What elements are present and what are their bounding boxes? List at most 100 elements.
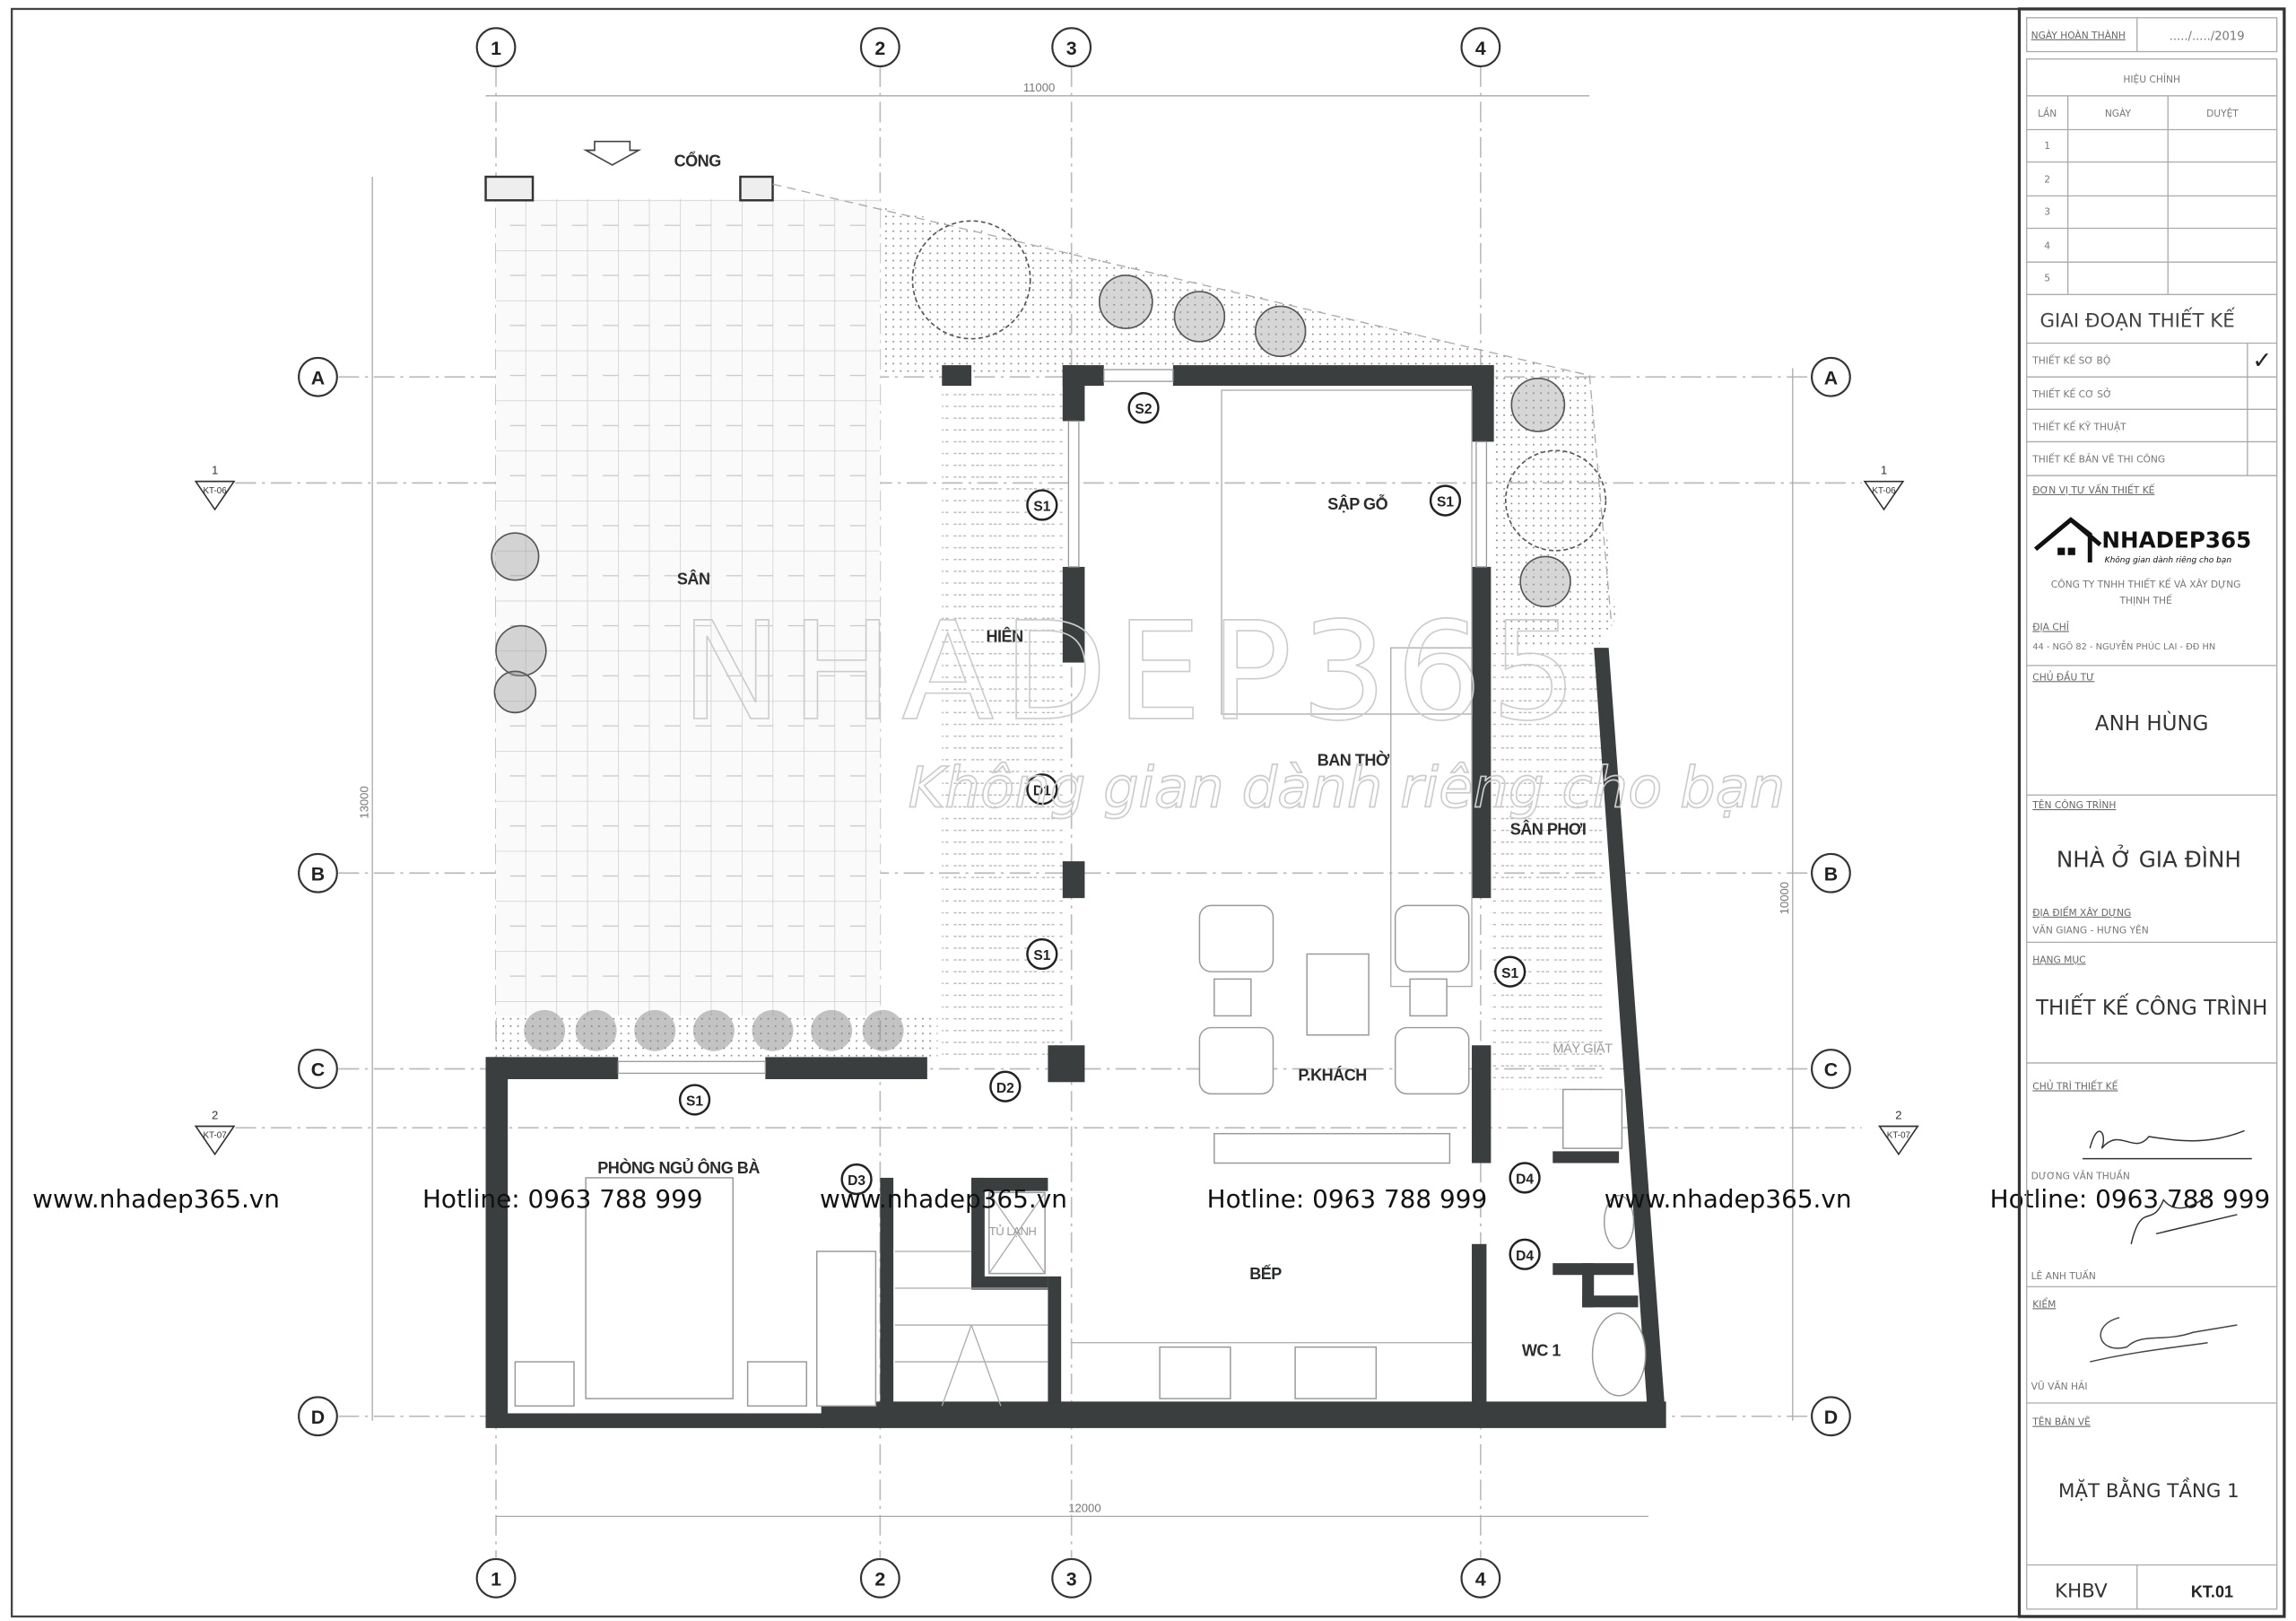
svg-text:1: 1 xyxy=(212,464,218,477)
svg-text:3: 3 xyxy=(1066,38,1077,59)
svg-text:D2: D2 xyxy=(996,1081,1014,1096)
stage-label: THIẾT KẾ KỸ THUẬT xyxy=(2031,420,2126,432)
svg-text:KT-06: KT-06 xyxy=(1872,486,1896,496)
address-label: ĐỊA CHỈ xyxy=(2032,620,2069,632)
lead-designer-label: CHỦ TRÌ THIẾT KẾ xyxy=(2032,1079,2118,1092)
completion-label: NGÀY HOÀN THÀNH xyxy=(2031,30,2126,41)
section-marks: 1KT-06 1KT-06 2KT-07 2KT-07 xyxy=(194,464,1919,1156)
svg-text:D4: D4 xyxy=(1516,1172,1534,1188)
svg-text:KT-07: KT-07 xyxy=(1887,1131,1910,1141)
checker-name: VŨ VĂN HẢI xyxy=(2031,1380,2088,1392)
svg-text:S1: S1 xyxy=(1033,500,1050,515)
revision-row: 2 xyxy=(2044,174,2050,186)
grid-bubble-row-c: C xyxy=(1811,1049,1851,1089)
tag-d1: D1 xyxy=(1026,773,1058,806)
svg-text:S1: S1 xyxy=(1437,495,1454,510)
room-wood-bed: SẬP GỖ xyxy=(1327,494,1387,513)
signature-designer xyxy=(2130,1195,2238,1244)
tag-s1: S1 xyxy=(1429,484,1462,517)
room-living: P.KHÁCH xyxy=(1298,1066,1366,1085)
windows xyxy=(617,369,1488,1075)
watermark-website: www.nhadep365.vn xyxy=(820,1184,1067,1214)
tag-d4: D4 xyxy=(1509,1162,1541,1194)
opening-tags: S2 S1 S1 D1 S1 S1 D2 S1 D3 D4 D4 xyxy=(678,392,1541,1270)
signature-lead xyxy=(2083,1129,2252,1160)
grid-bubble-col-4: 4 xyxy=(1460,1557,1501,1599)
revision-header-ngay: NGÀY xyxy=(2105,108,2132,119)
svg-text:KT-07: KT-07 xyxy=(203,1131,226,1141)
watermark-slogan: Không gian dành riêng cho bạn xyxy=(909,754,1786,820)
revision-row: 4 xyxy=(2044,240,2050,251)
lead-designer-name: DƯƠNG VĂN THUẦN xyxy=(2031,1170,2130,1182)
hedge-shrubs xyxy=(524,1009,904,1051)
dim-top: 11000 xyxy=(1023,81,1055,94)
yard-paving xyxy=(496,198,881,1016)
stage-title: GIAI ĐOẠN THIẾT KẾ xyxy=(2039,307,2235,332)
svg-text:2: 2 xyxy=(874,1569,885,1590)
svg-text:3: 3 xyxy=(1066,1569,1077,1590)
grid-bubble-row-a: A xyxy=(1811,356,1851,397)
tag-d3: D3 xyxy=(840,1163,873,1196)
revision-row: 3 xyxy=(2044,206,2050,218)
svg-text:D: D xyxy=(311,1407,325,1428)
room-altar: BAN THỜ xyxy=(1318,750,1390,769)
dim-right: 10000 xyxy=(1778,882,1791,914)
svg-text:S2: S2 xyxy=(1135,402,1152,417)
svg-text:C: C xyxy=(311,1059,325,1081)
completion-date: ...../...../2019 xyxy=(2170,30,2245,43)
room-fridge: TỦ LẠNH xyxy=(989,1224,1037,1238)
revision-header-duyet: DUYỆT xyxy=(2206,108,2239,119)
section-mark-1-left: 1KT-06 xyxy=(194,464,236,511)
grid-bubbles: 1 2 3 4 1 2 3 4 A B C D A B C D xyxy=(298,27,1851,1599)
investor-label: CHỦ ĐẦU TƯ xyxy=(2032,670,2094,683)
code-label: KHBV xyxy=(2055,1581,2108,1603)
room-kitchen: BẾP xyxy=(1249,1264,1282,1283)
sheet-number: KT.01 xyxy=(2191,1583,2233,1601)
watermark-website: www.nhadep365.vn xyxy=(32,1184,280,1214)
gate-label: CỔNG xyxy=(674,152,721,170)
gate-post-left xyxy=(484,175,535,202)
revision-title: HIỆU CHỈNH xyxy=(2123,73,2180,85)
revision-header-lan: LẦN xyxy=(2038,107,2057,119)
room-porch: HIÊN xyxy=(986,627,1022,646)
tag-s1: S1 xyxy=(1494,955,1526,988)
watermark-hotline: Hotline: 0963 788 999 xyxy=(1207,1184,1488,1214)
drawing-label: TÊN BẢN VẼ xyxy=(2031,1416,2091,1428)
tag-d2: D2 xyxy=(989,1070,1022,1102)
stage-label: THIẾT KẾ SƠ BỘ xyxy=(2031,353,2110,366)
section-mark-2-right: 2KT-07 xyxy=(1878,1108,1919,1156)
svg-text:1: 1 xyxy=(491,38,501,59)
stage-check-icon: ✓ xyxy=(2252,347,2272,374)
room-yard: SÂN xyxy=(677,570,710,588)
watermark-row: www.nhadep365.vn Hotline: 0963 788 999 w… xyxy=(32,1184,2270,1214)
room-washer: MÁY GIẶT xyxy=(1552,1041,1613,1056)
revision-row: 5 xyxy=(2044,273,2050,284)
grid-bubble-col-2: 2 xyxy=(859,1557,900,1599)
svg-text:NHADEP365: NHADEP365 xyxy=(2101,527,2251,553)
furniture xyxy=(514,389,1647,1407)
section-mark-2-left: 2KT-07 xyxy=(194,1108,236,1156)
watermark-hotline: Hotline: 0963 788 999 xyxy=(422,1184,703,1214)
svg-text:A: A xyxy=(311,367,325,388)
checker-label: KIỂM xyxy=(2032,1297,2056,1310)
project-name: NHÀ Ở GIA ĐÌNH xyxy=(2057,845,2241,873)
grid-bubble-row-c: C xyxy=(298,1049,338,1089)
grid-bubble-row-a: A xyxy=(298,356,338,397)
grid-bubble-row-b: B xyxy=(1811,852,1851,893)
title-block: NGÀY HOÀN THÀNH ...../...../2019 HIỆU CH… xyxy=(2017,7,2286,1618)
svg-text:4: 4 xyxy=(1475,38,1486,59)
svg-text:KT-06: KT-06 xyxy=(203,486,227,496)
svg-text:D1: D1 xyxy=(1033,783,1051,798)
svg-text:A: A xyxy=(1824,367,1838,388)
grid-bubble-col-4: 4 xyxy=(1460,27,1501,68)
company-name-2: THỊNH THẾ xyxy=(2118,594,2172,606)
svg-text:D: D xyxy=(1824,1407,1838,1428)
shrubs xyxy=(491,220,1607,714)
room-bedroom: PHÒNG NGỦ ÔNG BÀ xyxy=(597,1158,760,1177)
address: 44 - NGÕ 82 - NGUYỄN PHÚC LAI - ĐĐ HN xyxy=(2032,639,2215,652)
svg-text:B: B xyxy=(311,863,325,885)
tag-s1: S1 xyxy=(1026,489,1058,521)
stage-label: THIẾT KẾ BẢN VẼ THI CÔNG xyxy=(2031,452,2165,465)
project-label: TÊN CÔNG TRÌNH xyxy=(2031,799,2116,811)
